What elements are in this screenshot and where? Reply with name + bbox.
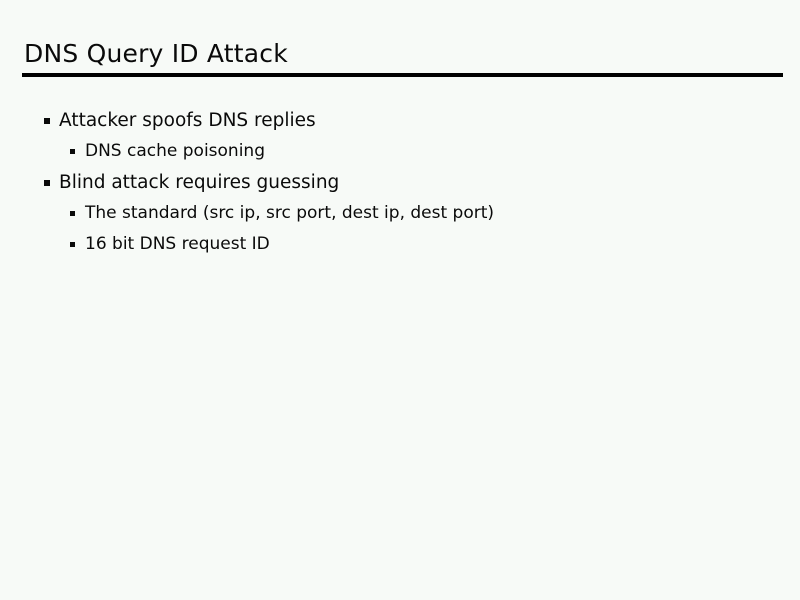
list-item-label: Attacker spoofs DNS replies — [59, 110, 316, 131]
list-item: DNS cache poisoning — [0, 138, 800, 169]
square-bullet-icon — [44, 180, 50, 186]
square-bullet-icon — [70, 149, 75, 154]
title-underline-rule — [22, 73, 783, 77]
list-item-label: 16 bit DNS request ID — [85, 234, 270, 254]
list-item: 16 bit DNS request ID — [0, 231, 800, 262]
list-item: The standard (src ip, src port, dest ip,… — [0, 200, 800, 231]
list-item: Blind attack requires guessing — [0, 169, 800, 200]
square-bullet-icon — [70, 211, 75, 216]
list-item-label: DNS cache poisoning — [85, 141, 265, 161]
bullet-list: Attacker spoofs DNS replies DNS cache po… — [0, 107, 800, 262]
list-item: Attacker spoofs DNS replies — [0, 107, 800, 138]
square-bullet-icon — [44, 118, 50, 124]
list-item-label: The standard (src ip, src port, dest ip,… — [85, 203, 495, 223]
square-bullet-icon — [70, 242, 75, 247]
list-item-label: Blind attack requires guessing — [59, 172, 340, 193]
page-title: DNS Query ID Attack — [24, 39, 288, 68]
